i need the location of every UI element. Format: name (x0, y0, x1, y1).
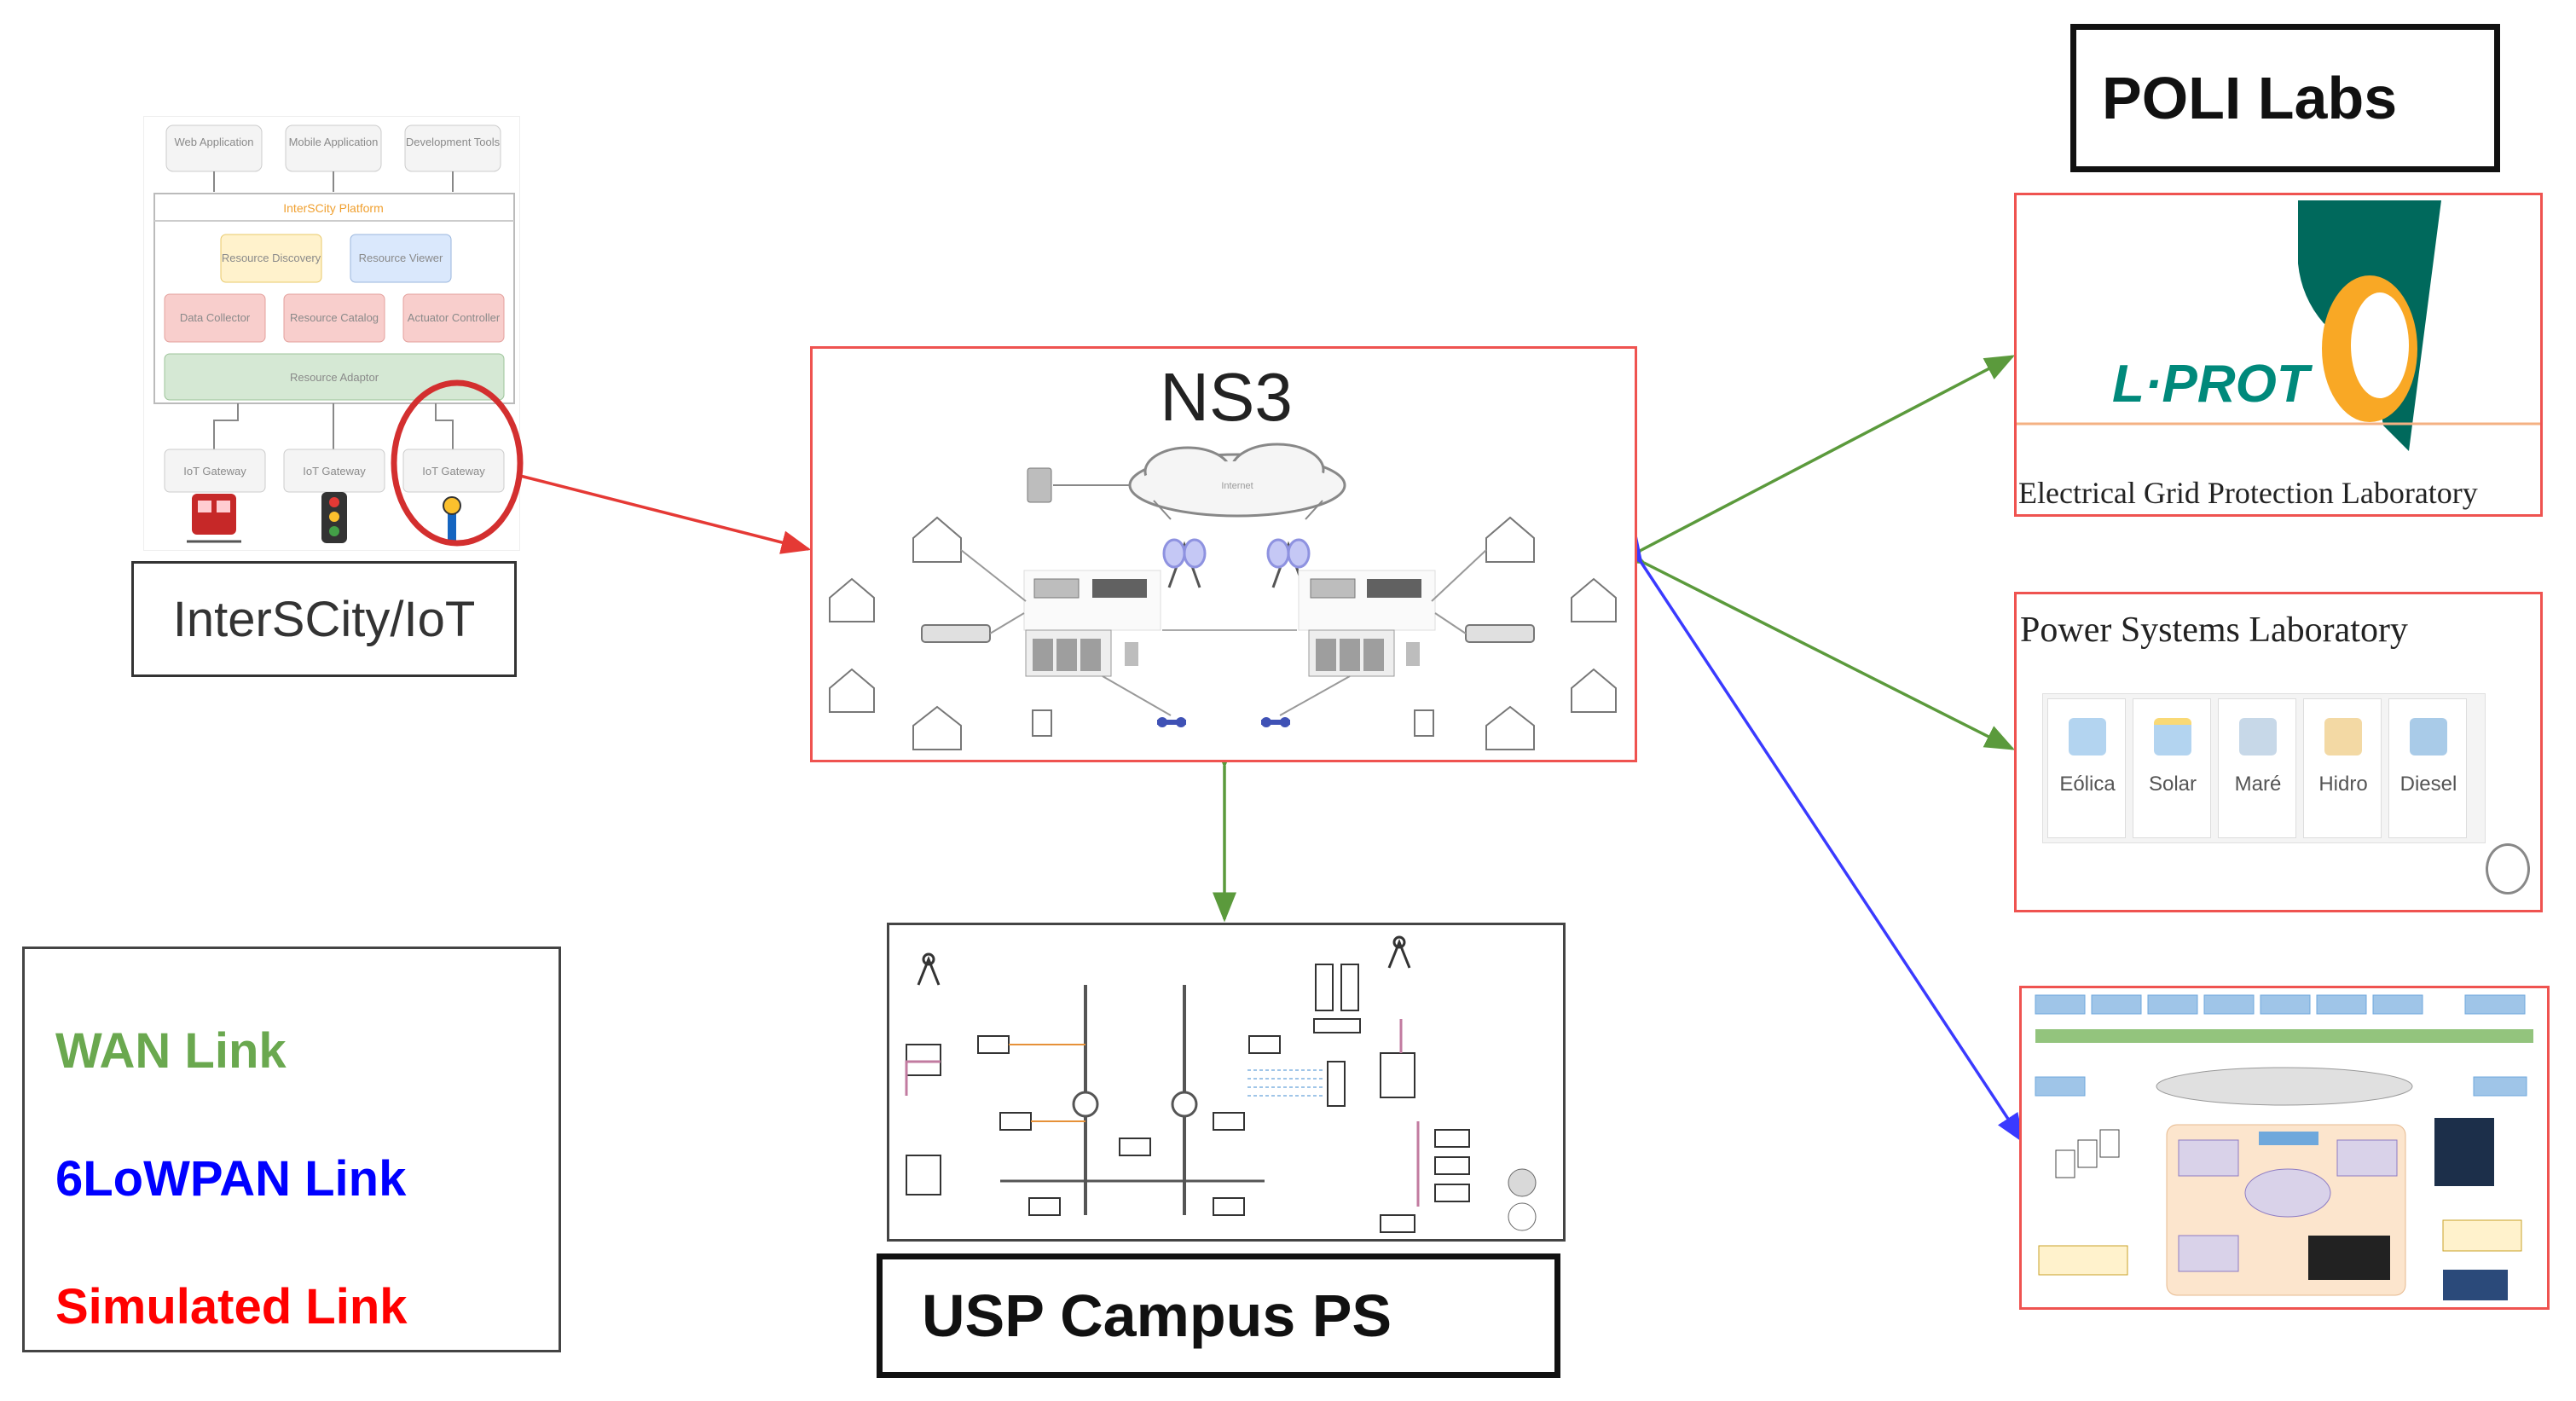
power-card-diesel: Diesel (2388, 698, 2467, 838)
traffic-light-icon (321, 492, 347, 543)
power-card-solar: Solar (2133, 698, 2211, 838)
laptop-icon (2443, 1270, 2508, 1300)
lprot-logo-svg: L·PROT (2017, 200, 2540, 451)
interscity-architecture-svg: Web Application Mobile Application Devel… (153, 124, 515, 545)
interscity-architecture-figure: Web Application Mobile Application Devel… (143, 116, 520, 551)
platform-title: InterSCity Platform (283, 201, 383, 215)
app-label-3: Development Tools (406, 136, 501, 148)
logo-seal-icon-1 (1508, 1168, 1537, 1197)
ns3-topology-svg: Internet (829, 443, 1617, 750)
row1-label-2: Resource Viewer (359, 252, 443, 264)
row2-label-1: Data Collector (180, 311, 251, 324)
ns3-title: NS3 (1160, 359, 1293, 435)
sensor-icon-right (1261, 717, 1290, 727)
antenna-icon-left (1162, 538, 1207, 588)
lprot-logo-text: L·PROT (2112, 355, 2313, 414)
simulated-link-arrow (491, 457, 812, 554)
power-card-label-3: Maré (2234, 773, 2282, 796)
legend-6lowpan-label: 6LoWPAN Link (55, 1151, 407, 1207)
logo-seal-icon-2 (1508, 1202, 1537, 1231)
legend-simulated-label: Simulated Link (55, 1279, 408, 1334)
tidal-icon (2239, 718, 2277, 755)
app-label-1: Web Application (175, 136, 254, 148)
wan-link-arrow-lprot (1612, 355, 2016, 573)
row1-label-1: Resource Discovery (222, 252, 321, 264)
tram-icon (187, 494, 241, 543)
lprot-caption: Electrical Grid Protection Laboratory (2018, 476, 2478, 510)
server-rack-icon (2434, 1118, 2494, 1186)
poli-labs-title-box: POLI Labs (2070, 24, 2500, 172)
legend-wan-label: WAN Link (55, 1023, 287, 1079)
smart-grid-architecture-panel (2019, 986, 2550, 1310)
diesel-icon (2410, 718, 2447, 755)
hydro-icon (2324, 718, 2362, 755)
smart-meter-icons (2055, 1129, 2120, 1178)
lowpan-link-arrow (1616, 533, 2024, 1143)
usp-campus-title-box: USP Campus PS (877, 1253, 1560, 1378)
power-card-label-2: Solar (2148, 773, 2197, 796)
legend-box: WAN Link 6LoWPAN Link Simulated Link (22, 947, 561, 1352)
row2-label-3: Actuator Controller (408, 311, 501, 324)
server-icon (1027, 467, 1052, 503)
device-icon-right (1414, 709, 1434, 737)
adaptor-label: Resource Adaptor (290, 371, 379, 384)
poli-labs-title: POLI Labs (2102, 65, 2398, 131)
interscity-label-box: InterSCity/IoT (131, 561, 517, 677)
power-systems-panel: Power Systems Laboratory Eólica Solar Ma… (2014, 592, 2543, 912)
usp-campus-diagram (887, 923, 1566, 1242)
power-card-label-1: Eólica (2059, 773, 2116, 796)
wind-turbine-icon (2069, 718, 2106, 755)
gateway-label-1: IoT Gateway (183, 465, 246, 478)
power-card-eolica: Eólica (2047, 698, 2126, 838)
interscity-label: InterSCity/IoT (172, 591, 476, 647)
sensor-post-icon (443, 496, 461, 545)
lprot-panel: L·PROT Electrical Grid Protection Labora… (2014, 193, 2543, 517)
usp-campus-svg (905, 935, 1537, 1233)
usp-campus-title: USP Campus PS (922, 1282, 1392, 1349)
gateway-label-2: IoT Gateway (303, 465, 366, 478)
gateway-label-3: IoT Gateway (422, 465, 485, 478)
smart-home-icons-right (1465, 516, 1617, 750)
sensor-icon-left (1157, 717, 1186, 727)
solar-panel-icon (2154, 718, 2191, 755)
power-card-mare: Maré (2218, 698, 2296, 838)
device-icon-left (1032, 709, 1052, 737)
power-systems-title: Power Systems Laboratory (2020, 611, 2408, 650)
university-seal-icon (2486, 843, 2530, 894)
row2-label-2: Resource Catalog (290, 311, 379, 324)
antenna-icon-right (1266, 538, 1311, 588)
power-card-label-5: Diesel (2399, 773, 2457, 796)
power-card-hidro: Hidro (2303, 698, 2382, 838)
iot-gateway-highlight-circle (391, 379, 524, 547)
wan-link-arrow-power (1614, 540, 2016, 750)
antenna-icon-usp-left (917, 952, 941, 986)
antenna-icon-usp-right (1387, 935, 1411, 969)
cloud-icon (1128, 443, 1346, 518)
ns3-panel: NS3 Internet (810, 346, 1637, 762)
cloud-label: Internet (1221, 481, 1253, 491)
power-card-label-4: Hidro (2318, 773, 2368, 796)
smart-grid-architecture-svg (2035, 994, 2533, 1300)
app-label-2: Mobile Application (289, 136, 379, 148)
smart-home-icons-left (829, 516, 991, 750)
